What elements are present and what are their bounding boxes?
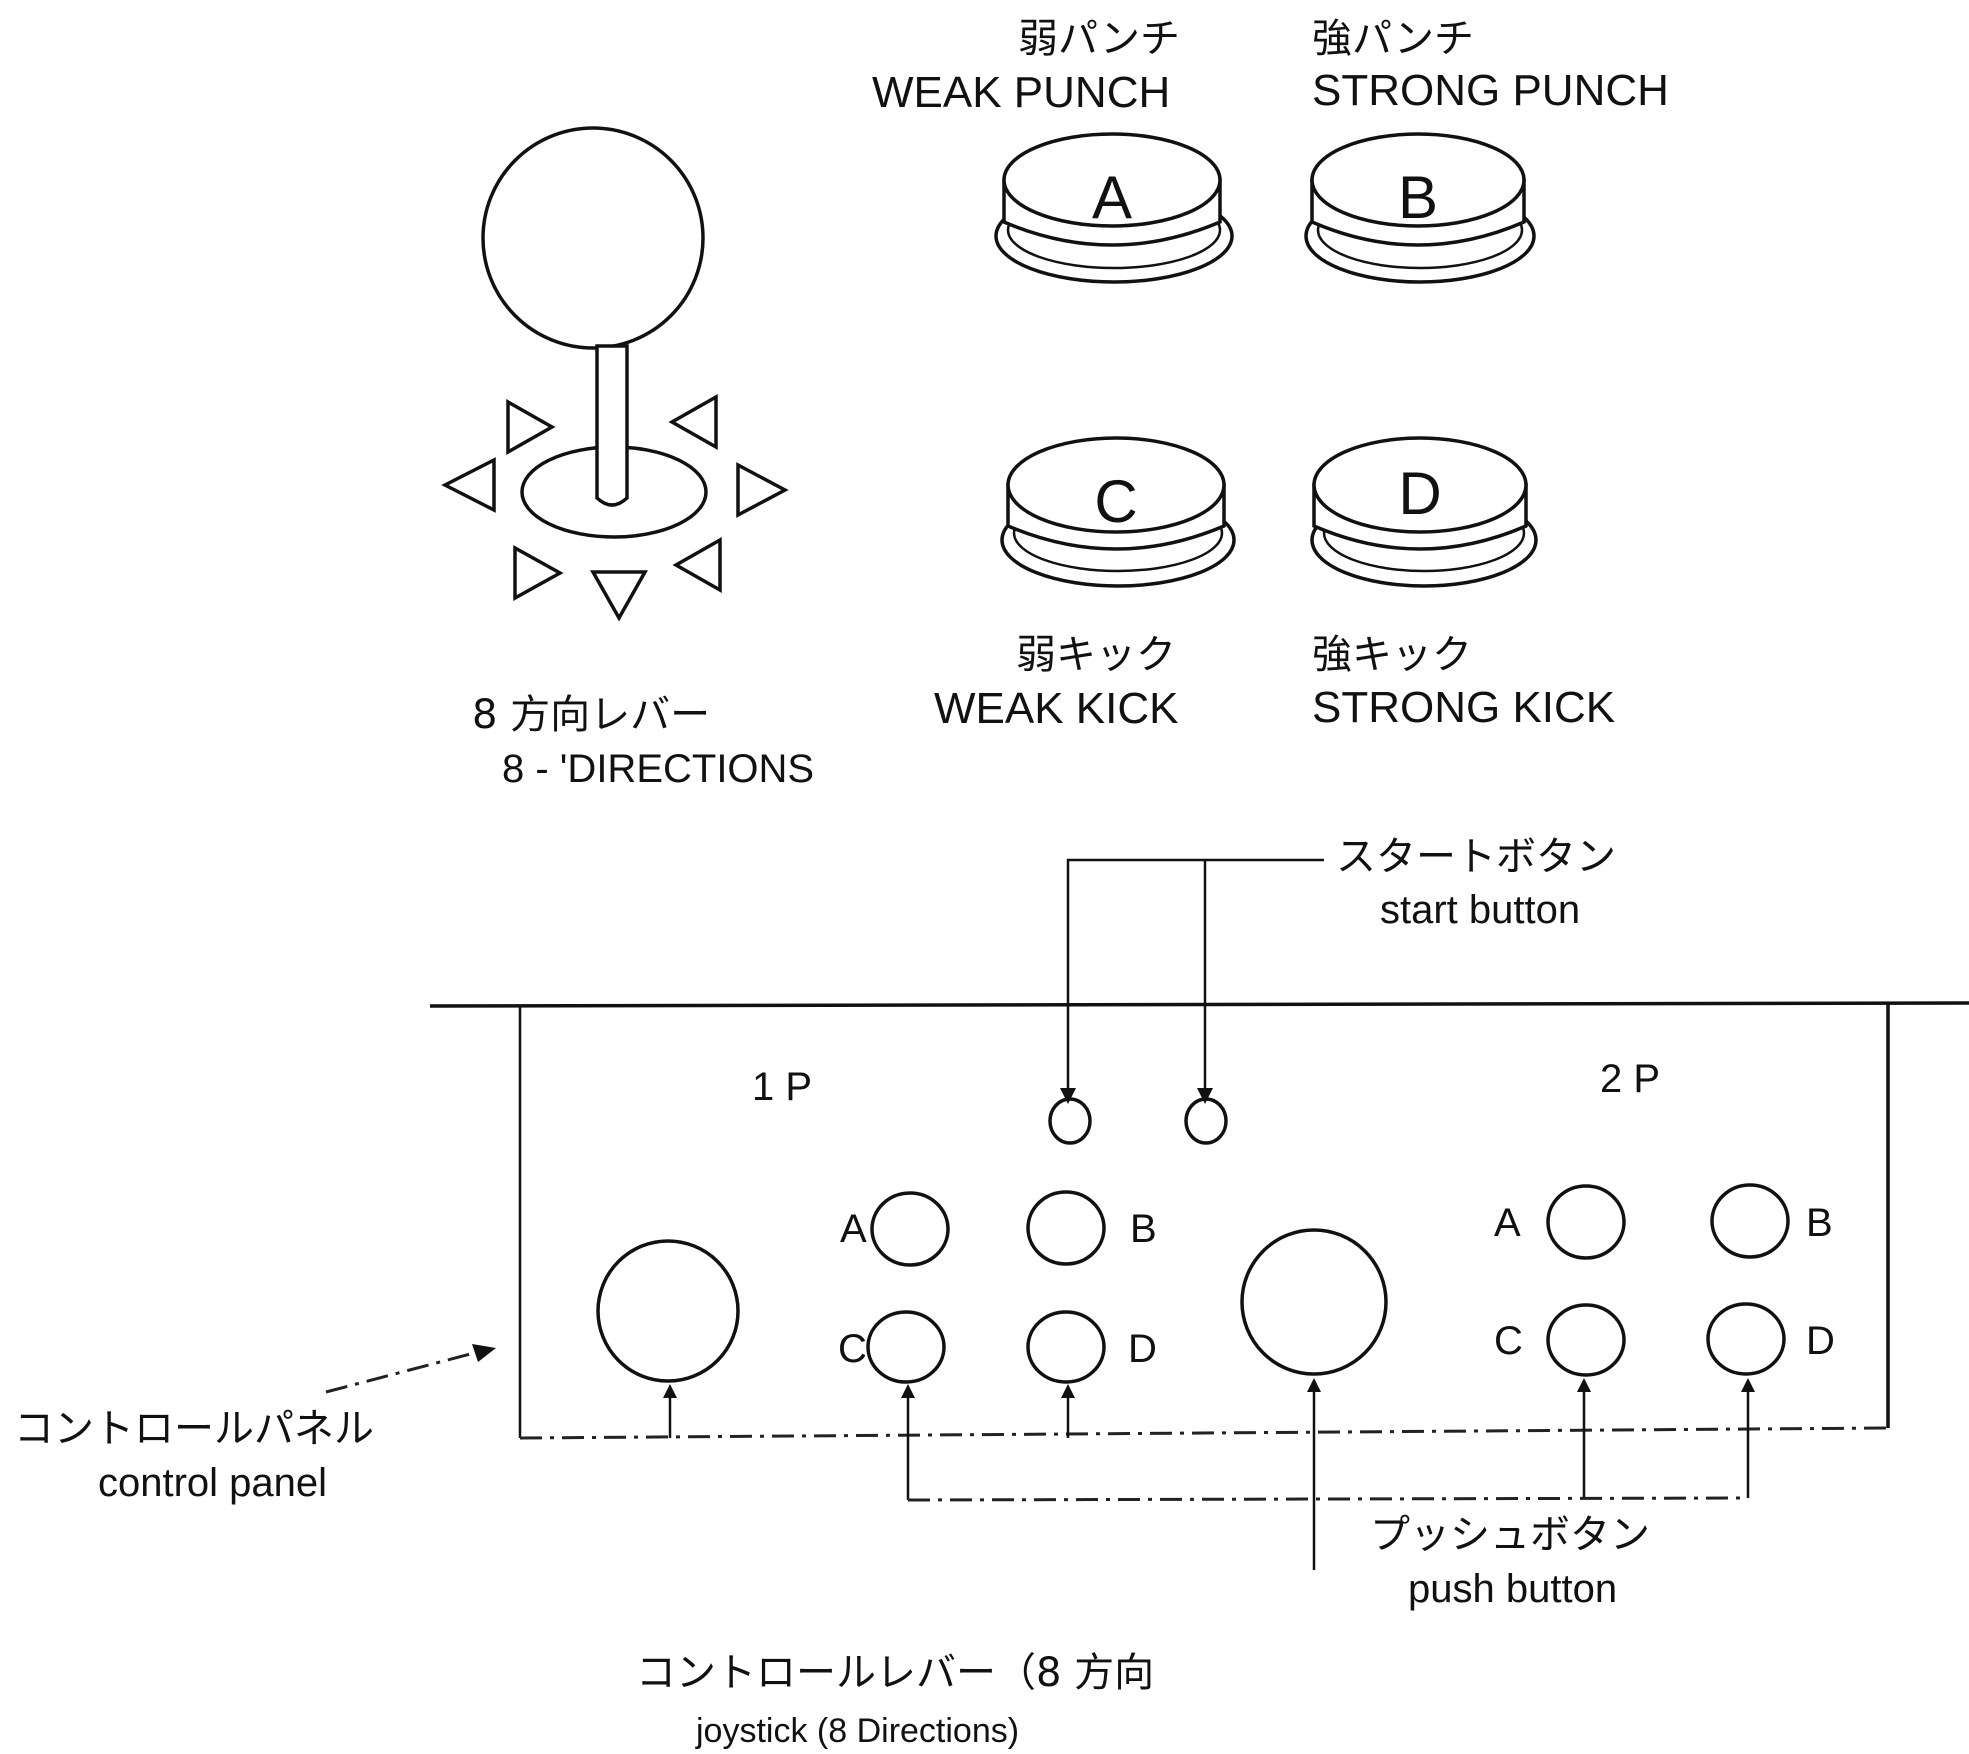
p2-letter-c: C	[1494, 1319, 1523, 1363]
p2-button-b	[1710, 1183, 1790, 1259]
lever-label-jp: コントロールレバー（8 方向	[636, 1650, 1154, 1696]
p2-button-a	[1546, 1184, 1626, 1260]
button-d-label-jp: 強キック	[1312, 632, 1472, 678]
p2-letter-a: A	[1494, 1201, 1521, 1245]
arrow-up-left-icon	[506, 398, 556, 456]
push-button-leaders	[663, 1378, 1755, 1502]
button-b-illustration: 強パンチ STRONG PUNCH B	[1304, 16, 1669, 284]
joystick-label-jp: 8 方向レバー	[472, 692, 710, 738]
button-d-letter: D	[1398, 460, 1441, 527]
push-button-label-jp: プッシュボタン	[1370, 1512, 1650, 1558]
button-d-label-en: STRONG KICK	[1312, 683, 1615, 732]
p1-letter-b: B	[1130, 1207, 1157, 1251]
button-a-cap	[1002, 132, 1222, 228]
joystick-2p	[1240, 1228, 1388, 1376]
player1-label: 1 P	[752, 1065, 812, 1109]
button-b-label-jp: 強パンチ	[1312, 16, 1474, 62]
button-a-label-jp: 弱パンチ	[1018, 16, 1180, 62]
joystick-illustration: 8 方向レバー 8 - 'DIRECTIONS	[441, 126, 814, 791]
p1-button-b	[1026, 1190, 1106, 1266]
button-d-cap	[1312, 436, 1528, 534]
button-d-illustration: D 強キック STRONG KICK	[1310, 436, 1615, 732]
p1-button-a	[870, 1191, 950, 1267]
start-button-label-jp: スタートボタン	[1336, 834, 1616, 880]
start-button-2p	[1184, 1097, 1228, 1145]
button-c-cap	[1006, 436, 1226, 534]
control-panel-callout: コントロールパネル control panel	[14, 1344, 496, 1505]
p2-button-d	[1706, 1302, 1786, 1376]
push-button-label-en: push button	[1408, 1567, 1617, 1611]
button-c-letter: C	[1094, 468, 1137, 535]
button-a-label-en: WEAK PUNCH	[872, 68, 1170, 117]
p2-button-c	[1546, 1303, 1626, 1377]
p1-letter-a: A	[840, 1207, 867, 1251]
arrow-down-left-icon	[513, 545, 564, 601]
arrow-up-right-icon	[668, 393, 718, 451]
arrow-right-icon	[736, 462, 789, 518]
panel-bottom-edge	[519, 1426, 1889, 1440]
player2-label: 2 P	[1600, 1057, 1660, 1101]
button-c-label-en: WEAK KICK	[934, 684, 1179, 733]
arrow-left-icon	[441, 457, 496, 513]
direction-arrows	[441, 393, 789, 622]
button-a-letter: A	[1092, 164, 1132, 231]
p1-letter-c: C	[838, 1327, 867, 1371]
arrow-down-icon	[590, 570, 648, 622]
joystick-1p	[596, 1239, 740, 1383]
joystick-label-en: 8 - 'DIRECTIONS	[502, 747, 814, 791]
control-panel-label-jp: コントロールパネル	[14, 1406, 374, 1452]
button-b-cap	[1310, 132, 1526, 228]
start-leader-1	[1066, 858, 1324, 1088]
panel-top-edge	[429, 1001, 1969, 1008]
p2-letter-d: D	[1806, 1319, 1835, 1363]
start-button-1p	[1048, 1097, 1092, 1145]
p1-button-d	[1026, 1310, 1106, 1384]
joystick-ball	[481, 126, 705, 350]
button-b-letter: B	[1398, 164, 1438, 231]
start-button-callout: スタートボタン start button	[1060, 834, 1616, 1104]
button-b-label-en: STRONG PUNCH	[1312, 66, 1669, 115]
p1-button-c	[866, 1310, 946, 1384]
p2-letter-b: B	[1806, 1201, 1833, 1245]
button-c-label-jp: 弱キック	[1016, 632, 1176, 678]
button-c-illustration: C 弱キック WEAK KICK	[934, 436, 1236, 733]
joystick-shaft	[595, 344, 629, 507]
start-button-label-en: start button	[1380, 888, 1580, 932]
button-a-illustration: 弱パンチ WEAK PUNCH A	[872, 16, 1234, 284]
arrow-down-right-icon	[672, 536, 722, 594]
p1-letter-d: D	[1128, 1327, 1157, 1371]
lever-label-en: joystick (8 Directions)	[695, 1712, 1019, 1750]
control-panel-label-en: control panel	[98, 1461, 327, 1505]
